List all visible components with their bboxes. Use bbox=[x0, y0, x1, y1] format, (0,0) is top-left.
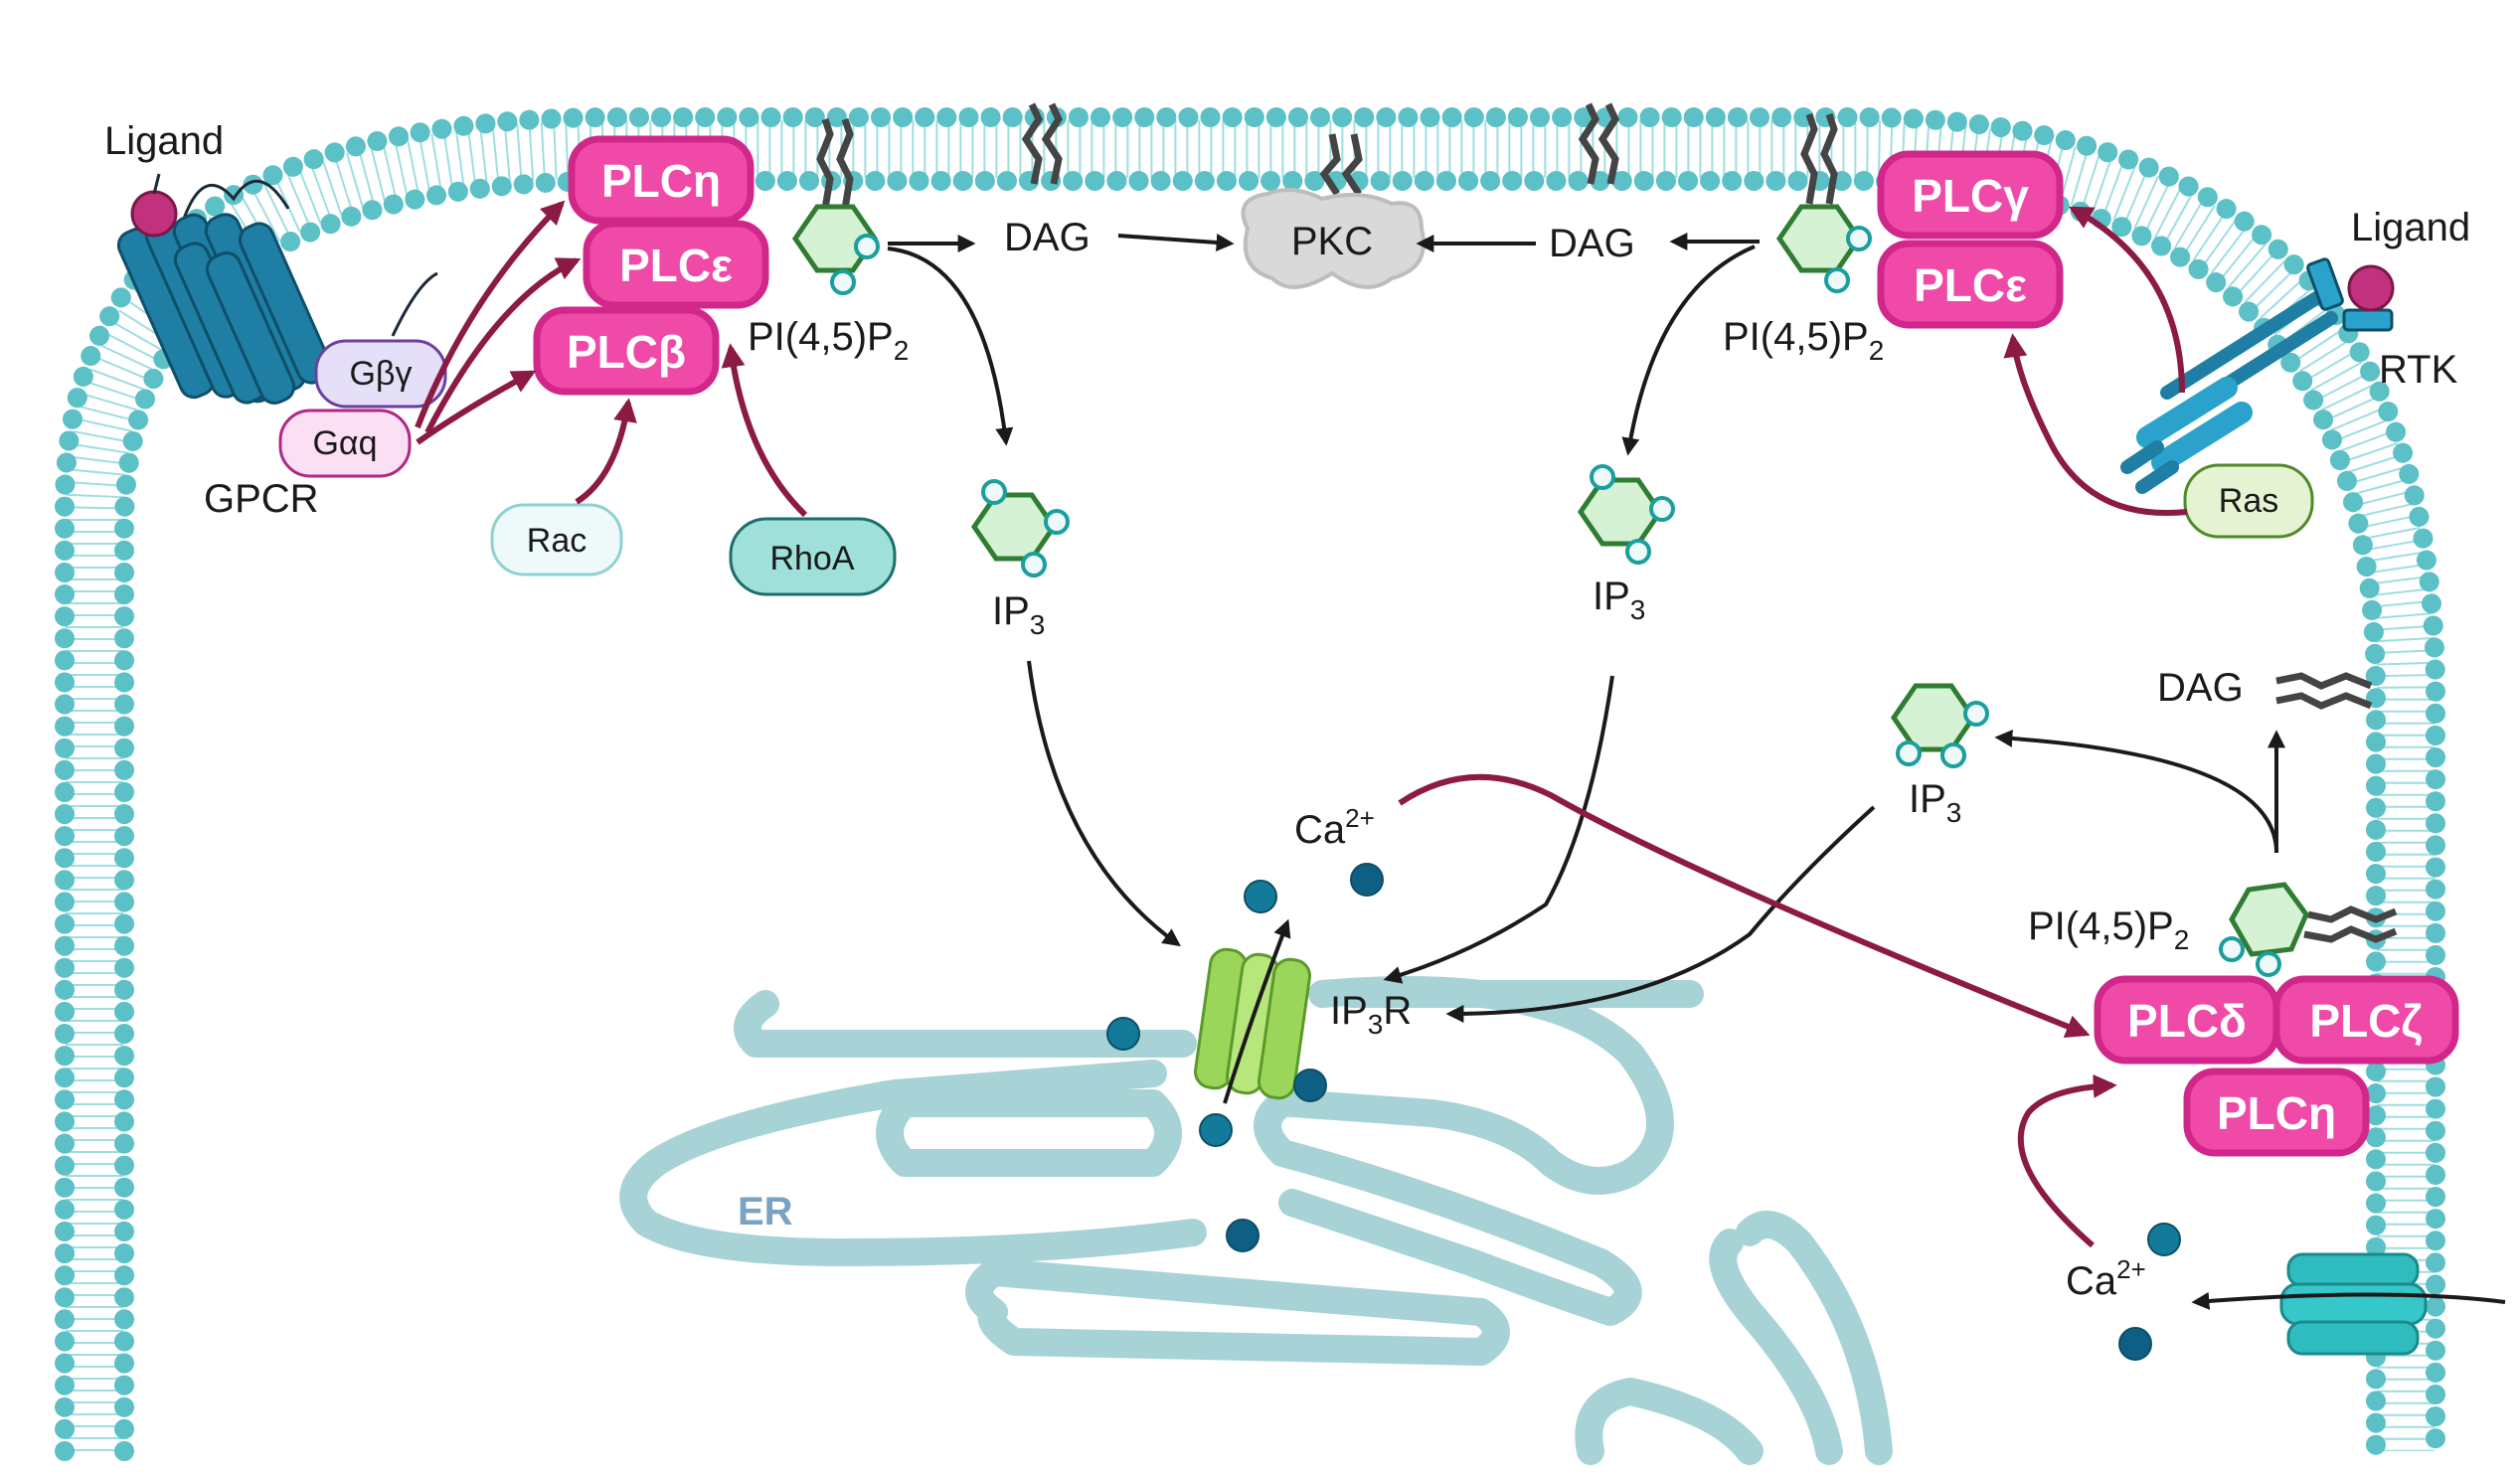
arrow-gaq-to-plc-beta bbox=[416, 370, 537, 445]
calcium-label-center: Ca2+ bbox=[1294, 803, 1375, 852]
gpcr-label: GPCR bbox=[204, 477, 319, 521]
pkc-label: PKC bbox=[1291, 220, 1373, 263]
dag-lower-right-icon bbox=[2275, 672, 2373, 710]
arrow-ip3-right-to-ip3r bbox=[1445, 805, 1876, 1023]
g-beta-gamma-label: Gβγ bbox=[349, 355, 412, 393]
ip3-left-icon bbox=[970, 479, 1070, 577]
arrow-ip3-left-to-ip3r bbox=[1027, 660, 1181, 947]
plc-eta-left: PLCη bbox=[568, 135, 755, 225]
ip3-right-label: IP3 bbox=[1909, 777, 1961, 828]
plc-zeta-lower: PLCζ bbox=[2272, 975, 2459, 1065]
calcium-label-lower: Ca2+ bbox=[2066, 1254, 2146, 1303]
arrow-rtk-to-plc-gamma bbox=[2068, 206, 2185, 394]
plc-eta-lower-label: PLCη bbox=[2217, 1087, 2336, 1139]
rtk-label: RTK bbox=[2379, 348, 2458, 392]
ligand-label-right: Ligand bbox=[2351, 206, 2470, 249]
arrow-calcium-release bbox=[1223, 918, 1291, 1104]
endoplasmic-reticulum: ER bbox=[619, 976, 1893, 1465]
plc-epsilon-left: PLCε bbox=[583, 220, 769, 309]
arrow-gaq-to-plc-eta bbox=[415, 200, 566, 429]
plc-gamma-right-label: PLCγ bbox=[1912, 170, 2029, 222]
pip2-lower-right-icon bbox=[2219, 882, 2398, 977]
plc-eta-left-label: PLCη bbox=[601, 155, 721, 207]
plc-delta-lower: PLCδ bbox=[2094, 975, 2280, 1065]
pip2-left-label: PI(4,5)P2 bbox=[748, 315, 909, 366]
dag-right-top-label: DAG bbox=[1549, 222, 1635, 265]
ligand-label-left: Ligand bbox=[104, 119, 224, 163]
arrow-calcium-influx bbox=[2191, 1291, 2506, 1310]
arrow-ip3-middle-to-ip3r bbox=[1383, 675, 1614, 984]
plc-eta-lower: PLCη bbox=[2183, 1068, 2370, 1157]
rhoa-label: RhoA bbox=[769, 540, 854, 577]
plc-delta-lower-label: PLCδ bbox=[2127, 995, 2247, 1047]
plasma-membrane bbox=[55, 107, 2445, 1461]
dag-left-label: DAG bbox=[1004, 216, 1091, 259]
er-label: ER bbox=[738, 1190, 793, 1233]
g-beta-gamma bbox=[314, 339, 447, 409]
arrow-pip2-to-ip3-right bbox=[1994, 729, 2278, 854]
pip2-right-icon bbox=[1775, 112, 1872, 293]
rac-label: Rac bbox=[527, 522, 587, 560]
ip3-right-icon bbox=[1890, 683, 1989, 768]
arrow-calcium-to-plc-delta bbox=[1398, 773, 2091, 1038]
rhoa-protein bbox=[729, 517, 897, 596]
ip3-middle-icon bbox=[1577, 464, 1675, 565]
arrow-ras-to-plc-epsilon bbox=[2003, 333, 2188, 516]
pip2-lower-right-label: PI(4,5)P2 bbox=[2028, 904, 2189, 955]
rtk-receptor bbox=[2120, 257, 2395, 494]
ligand-icon-left bbox=[130, 190, 178, 238]
ip3-middle-label: IP3 bbox=[1593, 575, 1645, 625]
dag-right-top-icon bbox=[1578, 102, 1619, 185]
pip2-left-icon bbox=[791, 117, 880, 295]
pip2-right-label: PI(4,5)P2 bbox=[1723, 315, 1884, 366]
arrow-gaq-to-plc-epsilon bbox=[424, 257, 582, 434]
ip3-left-label: IP3 bbox=[992, 589, 1045, 640]
plc-epsilon-right: PLCε bbox=[1877, 240, 2064, 329]
ras-label: Ras bbox=[2219, 482, 2278, 520]
arrow-pip2-to-ip3-left bbox=[887, 247, 1014, 446]
arrow-dag-to-pkc-left bbox=[1117, 234, 1235, 251]
arrow-rhoa-to-plc-epsilon bbox=[721, 343, 808, 518]
g-alpha-q-label: Gαq bbox=[312, 424, 377, 462]
plc-zeta-lower-label: PLCζ bbox=[2309, 995, 2422, 1047]
calcium-ions bbox=[1106, 863, 2181, 1361]
dag-lower-right-label: DAG bbox=[2157, 666, 2244, 710]
plc-beta-left-label: PLCβ bbox=[567, 326, 686, 378]
plc-epsilon-right-label: PLCε bbox=[1914, 259, 2027, 311]
ip3r-label: IP3R bbox=[1330, 989, 1412, 1040]
arrow-calcium-to-plc-lower bbox=[2017, 1073, 2117, 1248]
ras-protein bbox=[2183, 463, 2314, 539]
ligand-icon-right bbox=[2347, 264, 2395, 312]
rac-protein bbox=[490, 503, 623, 576]
plc-gamma-right: PLCγ bbox=[1877, 150, 2064, 240]
g-alpha-q bbox=[278, 409, 412, 478]
plasma-calcium-channel bbox=[2279, 1252, 2428, 1356]
arrow-rac-to-plc-beta bbox=[575, 398, 637, 505]
gpcr-receptor bbox=[116, 173, 333, 406]
pkc-icon bbox=[1241, 133, 1426, 289]
plc-beta-left: PLCβ bbox=[533, 306, 720, 396]
arrow-pip2-to-ip3-middle bbox=[1621, 245, 1756, 456]
plc-epsilon-left-label: PLCε bbox=[619, 240, 733, 291]
dag-left-1-icon bbox=[1021, 102, 1063, 185]
